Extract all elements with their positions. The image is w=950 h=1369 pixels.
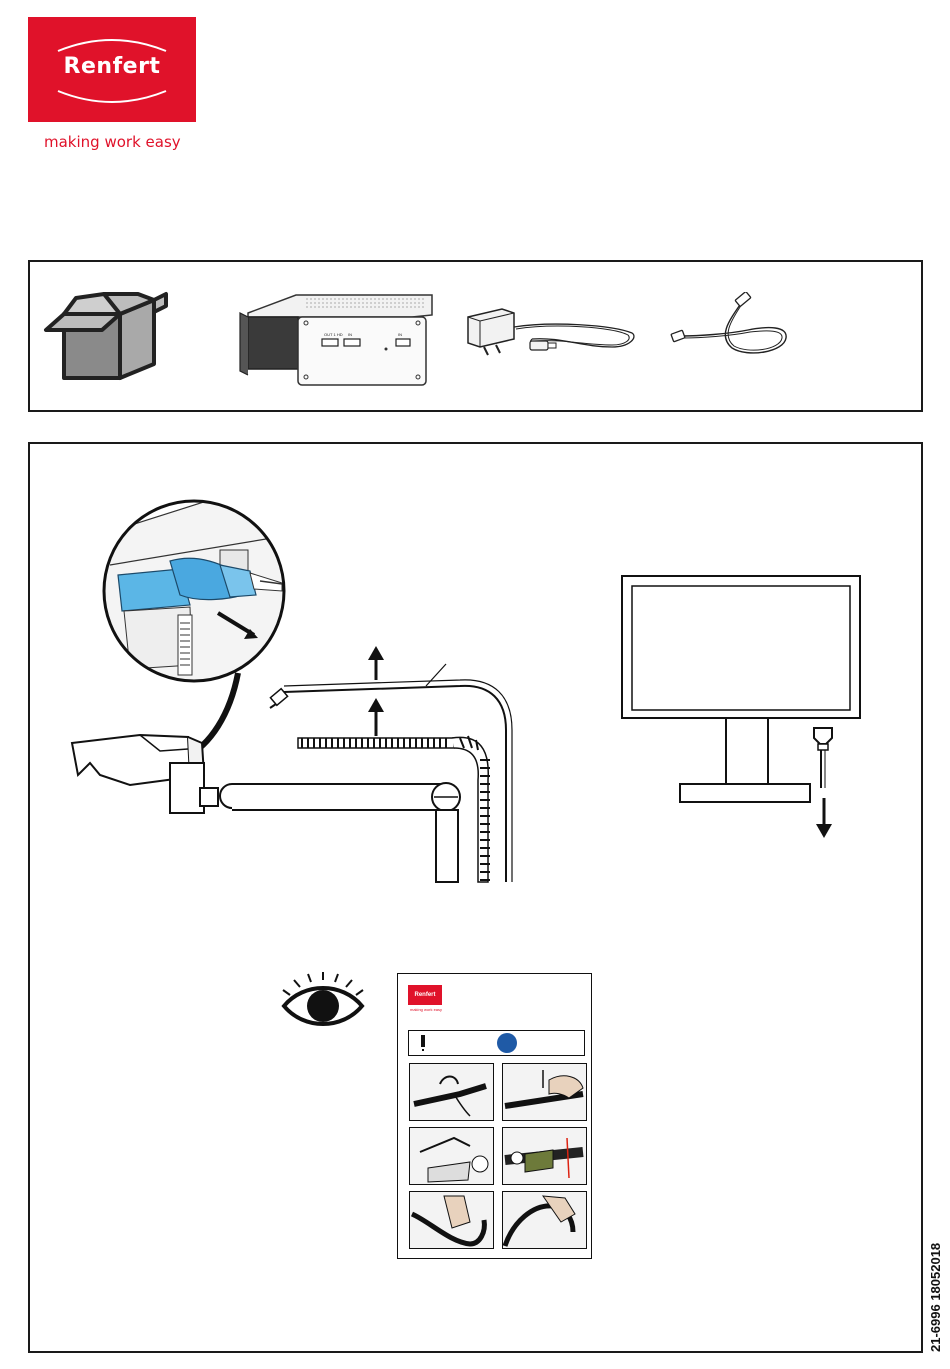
document-number: 21-6996 18052018 <box>928 1243 943 1352</box>
warning-exclamation-icon <box>421 1035 425 1047</box>
brand-tagline: making work easy <box>44 133 181 151</box>
booklet-step-2 <box>502 1063 587 1121</box>
monitor-icon <box>618 572 868 852</box>
articulated-arm-cable <box>190 640 530 885</box>
booklet-step-3 <box>409 1127 494 1185</box>
open-box-icon <box>42 290 172 385</box>
eye-icon <box>278 968 368 1038</box>
booklet-notice-bar <box>408 1030 585 1056</box>
booklet-tagline: making work easy <box>410 1007 442 1012</box>
hdmi-plug-icon <box>814 728 832 788</box>
hdmi-cable-icon <box>668 292 792 366</box>
port-label-in-2: IN <box>398 332 402 337</box>
booklet-logo: Renfert <box>408 985 442 1005</box>
brand-name: Renfert <box>28 54 196 79</box>
brand-logo: Renfert <box>28 17 196 122</box>
booklet-step-4 <box>502 1127 587 1185</box>
booklet-step-5 <box>409 1191 494 1249</box>
hdmi-box-icon: OUT 1 HD IN IN <box>236 293 436 387</box>
booklet-step-1 <box>409 1063 494 1121</box>
read-manual-icon <box>497 1033 517 1053</box>
port-label-out: OUT 1 HD <box>324 332 343 337</box>
arrow-down-icon <box>816 798 832 838</box>
booklet-step-6 <box>502 1191 587 1249</box>
arrow-up-icon <box>368 698 384 736</box>
power-adapter-icon <box>462 303 642 375</box>
quick-guide-booklet: Renfert making work easy <box>397 973 592 1259</box>
port-label-in-1: IN <box>348 332 352 337</box>
arrow-up-icon <box>368 646 384 680</box>
